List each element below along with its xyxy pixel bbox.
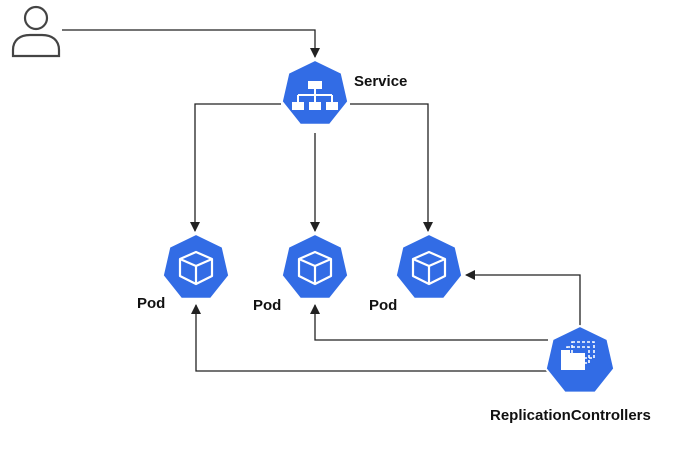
service-label: Service xyxy=(354,73,407,90)
edges xyxy=(62,29,581,372)
pod-label-1: Pod xyxy=(137,295,165,312)
edge-controller-to-pod-3 xyxy=(465,270,581,330)
replication-controller-node: ReplicationControllers xyxy=(490,324,651,424)
replication-controller-label: ReplicationControllers xyxy=(490,407,651,424)
edge-service-to-pod-1 xyxy=(190,103,281,232)
service-node: Service xyxy=(280,58,407,126)
pod-node-2: Pod xyxy=(253,232,350,314)
pod-label-3: Pod xyxy=(369,297,397,314)
pod-node-3: Pod xyxy=(369,232,464,314)
pod-label-2: Pod xyxy=(253,297,281,314)
pod-node-1: Pod xyxy=(137,232,231,312)
edge-service-to-pod-3 xyxy=(350,103,433,232)
edge-controller-to-pod-2 xyxy=(310,304,548,341)
edge-user-to-service xyxy=(62,29,320,58)
user-icon xyxy=(11,5,61,58)
edge-controller-to-pod-1 xyxy=(191,304,548,372)
